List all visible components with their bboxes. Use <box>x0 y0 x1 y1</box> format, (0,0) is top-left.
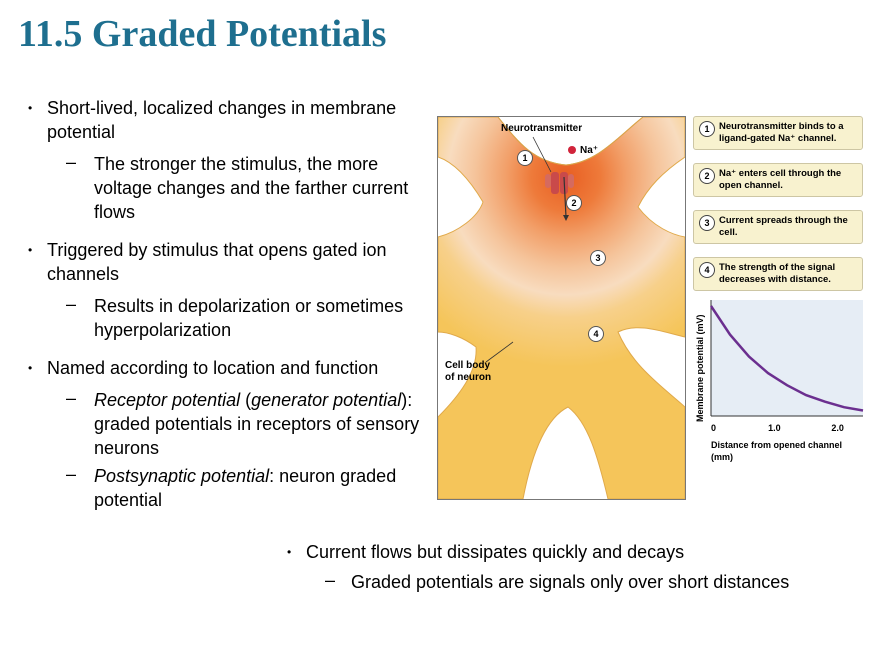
distance-chart: Membrane potential (mV) Distance from op… <box>693 296 867 466</box>
ion-channel-icon <box>545 172 574 221</box>
dash-icon: – <box>325 570 336 590</box>
plot-area <box>711 300 863 416</box>
bullet-text: Current flows but dissipates quickly and… <box>306 542 685 562</box>
step-text: The strength of the signal decreases wit… <box>719 262 836 285</box>
bullet-text: Triggered by stimulus that opens gated i… <box>47 240 387 284</box>
dash-icon: – <box>66 294 77 314</box>
bottom-bullets: • Current flows but dissipates quickly a… <box>281 540 861 598</box>
page-title: 11.5 Graded Potentials <box>18 13 387 55</box>
sub-bullet-text: Graded potentials are signals only over … <box>351 572 790 592</box>
sub-bullet-item: – Receptor potential (generator potentia… <box>22 388 422 460</box>
marker-3: 3 <box>590 250 606 266</box>
sub-bullet-item: – Results in depolarization or sometimes… <box>22 294 422 342</box>
sub-bullet-text: : neuron graded potential <box>94 466 397 510</box>
x-tick-label: 1.0 <box>768 423 781 433</box>
step-box-3: 3 Current spreads through the cell. <box>693 210 863 244</box>
bullet-item: • Triggered by stimulus that opens gated… <box>22 238 422 286</box>
bullet-item: • Short-lived, localized changes in memb… <box>22 96 422 144</box>
paren-text: ( <box>240 390 252 410</box>
step-box-2: 2 Na⁺ enters cell through the open chann… <box>693 163 863 197</box>
sub-bullet-text: The stronger the stimulus, the more volt… <box>94 154 409 222</box>
neuron-figure: Neurotransmitter Na⁺ Cell body of neuron… <box>437 116 686 500</box>
bullet-dot-icon: • <box>28 361 33 375</box>
bullet-item: • Current flows but dissipates quickly a… <box>281 540 861 564</box>
sub-bullet-item: – The stronger the stimulus, the more vo… <box>22 152 422 224</box>
sub-bullet-text: ): graded potentials in receptors of sen… <box>94 390 420 458</box>
generator-potential-term: generator potential <box>251 390 402 410</box>
marker-4: 4 <box>588 326 604 342</box>
dash-icon: – <box>66 152 77 172</box>
step-number: 4 <box>699 262 715 278</box>
sub-bullet-item: – Graded potentials are signals only ove… <box>281 570 861 594</box>
step-number: 1 <box>699 121 715 137</box>
step-number: 3 <box>699 215 715 231</box>
bullet-text: Short-lived, localized changes in membra… <box>47 98 397 142</box>
sodium-ion-icon <box>568 146 576 154</box>
marker-2: 2 <box>566 195 582 211</box>
cell-body-label: Cell body of neuron <box>445 360 492 383</box>
sub-bullet-item: – Postsynaptic potential: neuron graded … <box>22 464 422 512</box>
step-box-1: 1 Neurotransmitter binds to a ligand-gat… <box>693 116 863 150</box>
x-tick-label: 0 <box>711 423 716 433</box>
receptor-potential-term: Receptor potential <box>94 390 241 410</box>
sub-bullet-text: Results in depolarization or sometimes h… <box>94 296 404 340</box>
step-text: Na⁺ enters cell through the open channel… <box>719 168 842 191</box>
bullet-list: • Short-lived, localized changes in memb… <box>22 96 422 516</box>
x-axis-label-line: Distance from opened channel <box>711 440 842 450</box>
x-axis-label-unit: (mm) <box>711 452 733 462</box>
chart-svg: Membrane potential (mV) Distance from op… <box>695 300 864 462</box>
neuron-illustration <box>438 117 685 499</box>
step-number: 2 <box>699 168 715 184</box>
step-box-4: 4 The strength of the signal decreases w… <box>693 257 863 291</box>
postsynaptic-potential-term: Postsynaptic potential <box>94 466 270 486</box>
series-line <box>709 305 864 412</box>
bullet-item: • Named according to location and functi… <box>22 356 422 380</box>
y-axis-label: Membrane potential (mV) <box>695 314 705 422</box>
sodium-label: Na⁺ <box>580 145 599 156</box>
marker-1: 1 <box>517 150 533 166</box>
bullet-dot-icon: • <box>28 243 33 257</box>
bullet-dot-icon: • <box>287 545 292 559</box>
bullet-dot-icon: • <box>28 101 33 115</box>
dash-icon: – <box>66 388 77 408</box>
neurotransmitter-label: Neurotransmitter <box>501 123 583 134</box>
step-text: Current spreads through the cell. <box>719 215 848 238</box>
bullet-text: Named according to location and function <box>47 358 379 378</box>
x-tick-label: 2.0 <box>831 423 844 433</box>
step-text: Neurotransmitter binds to a ligand-gated… <box>719 121 844 144</box>
dash-icon: – <box>66 464 77 484</box>
